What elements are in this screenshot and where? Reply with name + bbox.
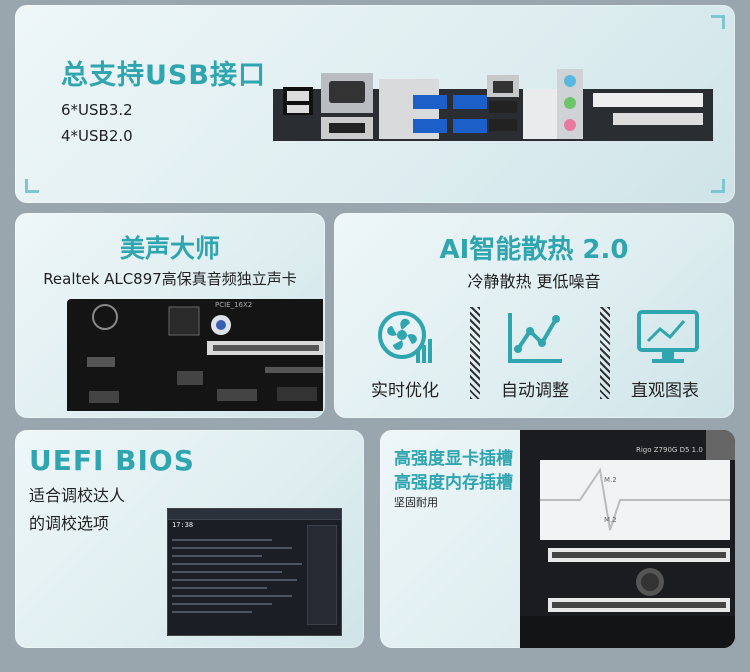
corner-decoration [25,179,39,193]
memory-slot-text: 高强度内存插槽 [394,473,513,493]
bios-desc-line2: 的调校选项 [29,514,110,533]
bios-row [172,563,302,565]
gpu-slot-text: 高强度显卡插槽 [394,449,513,469]
usb-panel: 总支持USB接口 6*USB3.2 4*USB2.0 [15,5,735,203]
bios-title: UEFI BIOS [29,444,195,477]
line-chart-icon [508,313,562,363]
usb20-count: 4*USB2.0 [61,127,133,145]
usb32-count: 6*USB3.2 [61,101,133,119]
bios-desc-line1: 适合调校达人 [29,486,126,505]
audio-subtitle: Realtek ALC897高保真音频独立声卡 [43,270,297,288]
ai-title: AI智能散热 2.0 [439,235,629,265]
ai-subtitle: 冷静散热 更低噪音 [467,272,601,291]
bios-row [172,587,267,589]
audio-title: 美声大师 [119,234,220,263]
bios-row [172,571,282,573]
divider-hatch [470,307,480,399]
bios-row [172,555,262,557]
m2-label: M.2 [604,516,617,524]
corner-decoration [711,15,725,29]
bios-top-bar [168,509,341,520]
bios-side-panel [307,525,337,625]
bios-row [172,547,292,549]
m2-label: M.2 [604,476,617,484]
usb-title: 总支持USB接口 [61,60,266,91]
fan-icon [378,311,432,363]
motherboard-slots-image: Rigo Z790G D5 1.0 M.2 M.2 [520,430,735,648]
audio-panel: 美声大师 Realtek ALC897高保真音频独立声卡 PCIE_16X2 [15,213,325,418]
feature-label: 自动调整 [501,381,569,401]
durable-text: 坚固耐用 [394,496,438,509]
bios-row [172,611,252,613]
bios-row [172,595,292,597]
bios-clock: 17:38 [172,521,194,529]
audio-board-image: PCIE_16X2 [67,299,323,411]
board-model-label: Rigo Z790G D5 1.0 [636,446,703,454]
feature-realtime-optimize: 实时优化 [350,309,460,401]
corner-decoration [711,179,725,193]
bios-row [172,603,272,605]
rear-io-panel-image [273,69,713,141]
slots-panel: 高强度显卡插槽 高强度内存插槽 坚固耐用 Rigo Z790G D5 1.0 M… [380,430,735,648]
bios-panel: UEFI BIOS 适合调校达人 的调校选项 17:38 [15,430,364,648]
divider-hatch [600,307,610,399]
bios-row [172,539,272,541]
bios-row [172,579,297,581]
pcie-silkscreen-label: PCIE_16X2 [215,301,253,309]
monitor-chart-icon [637,310,699,363]
feature-label: 直观图表 [631,381,699,401]
feature-auto-adjust: 自动调整 [480,309,590,401]
feature-label: 实时优化 [371,381,439,401]
feature-visual-chart: 直观图表 [610,309,720,401]
bios-screenshot: 17:38 [167,508,342,636]
ai-cooling-panel: AI智能散热 2.0 冷静散热 更低噪音 实时优化 自动调整 [334,213,734,418]
